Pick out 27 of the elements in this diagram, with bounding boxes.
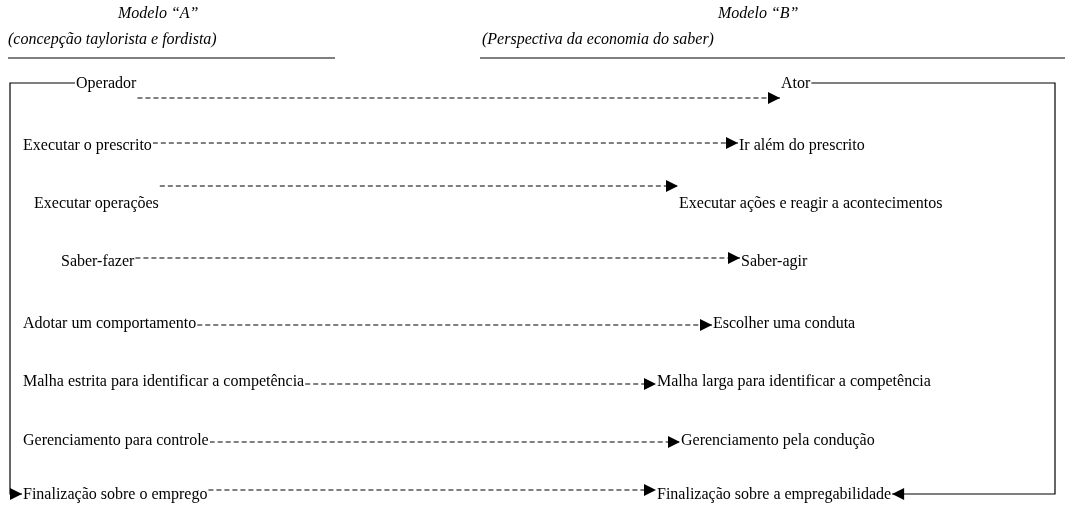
- text-label: Gerenciamento para controle: [22, 431, 210, 449]
- text-label: Finalização sobre a empregabilidade: [656, 485, 893, 503]
- column-subheading: (concepção taylorista e fordista): [8, 30, 217, 48]
- text-label: Adotar um comportamento: [22, 314, 198, 332]
- text-label: Operador: [75, 74, 138, 92]
- arrow: [810, 82, 1056, 500]
- text-label: Executar ações e reagir a acontecimentos: [678, 194, 944, 212]
- arrow: [304, 378, 657, 390]
- arrow: [159, 180, 679, 192]
- arrow: [152, 137, 739, 149]
- arrow: [134, 252, 741, 264]
- arrow: [9, 82, 76, 500]
- text-label: Malha estrita para identificar a competência: [22, 372, 306, 390]
- text-label: Ir além do prescrito: [738, 136, 866, 154]
- column-heading: Modelo “B”: [718, 4, 799, 22]
- column-subheading: (Perspectiva da economia do saber): [482, 30, 714, 48]
- text-label: Malha larga para identificar a competência: [656, 372, 932, 390]
- arrow: [136, 92, 781, 104]
- arrow: [207, 484, 657, 496]
- column-heading: Modelo “A”: [118, 4, 199, 22]
- text-label: Executar o prescrito: [22, 136, 153, 154]
- text-label: Gerenciamento pela condução: [680, 431, 876, 449]
- text-label: Executar operações: [33, 194, 160, 212]
- text-label: Finalização sobre o emprego: [22, 485, 209, 503]
- arrow: [196, 319, 713, 331]
- arrow: [209, 436, 681, 448]
- text-label: Saber-agir: [740, 252, 809, 270]
